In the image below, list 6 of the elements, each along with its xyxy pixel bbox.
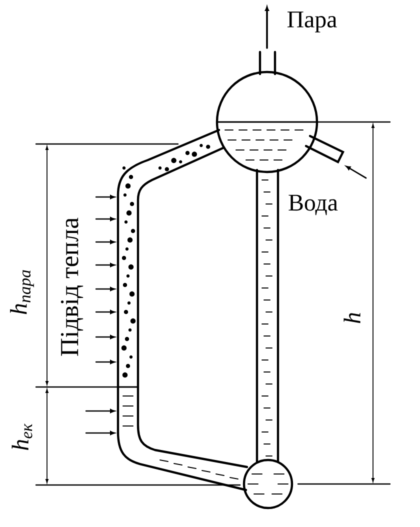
heat-label: Підвід тепла — [60, 218, 84, 356]
dimension-label: h$_{пара}$ — [10, 270, 34, 314]
flow-label: Вода — [288, 194, 338, 216]
dimension-label: h$_{ек}$ — [12, 424, 32, 450]
flow-label: Пара — [287, 12, 337, 32]
dimension-label: h — [344, 313, 360, 324]
